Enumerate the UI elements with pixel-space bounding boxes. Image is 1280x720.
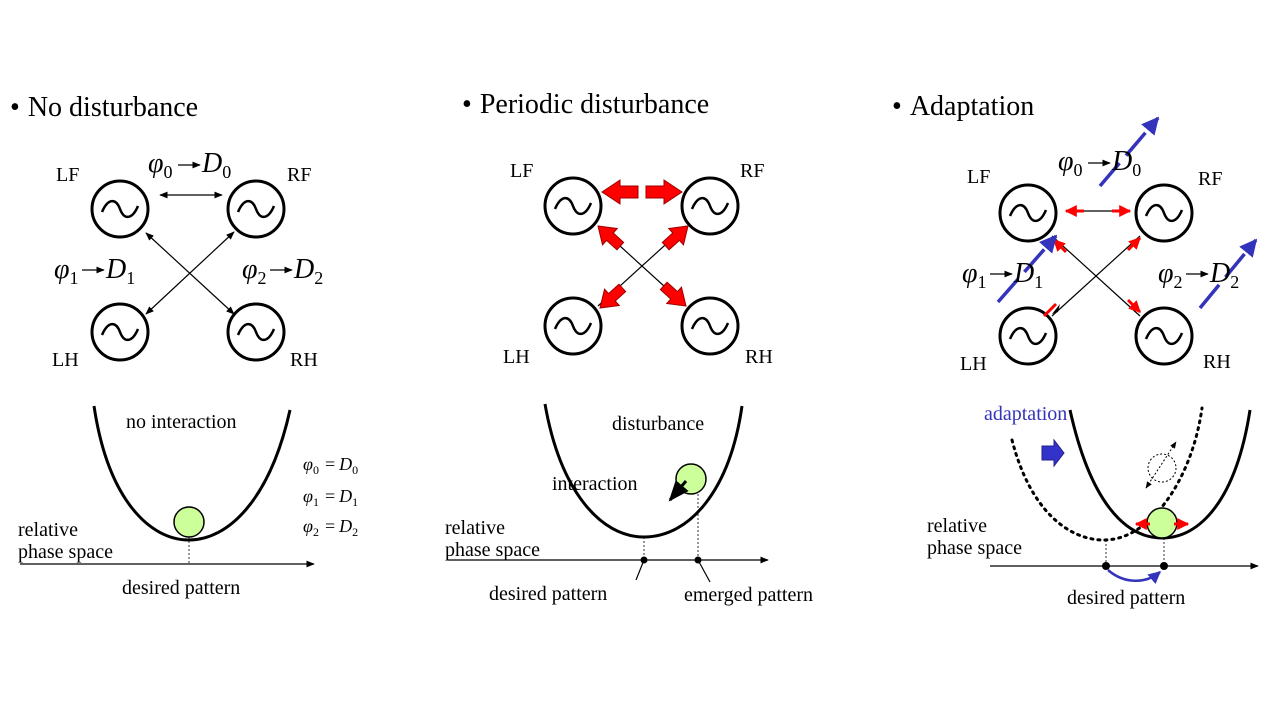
disturbance-arrow bbox=[1052, 238, 1068, 254]
leg-label-rf: RF bbox=[1198, 168, 1222, 190]
coupling-line-diag-2 bbox=[1051, 235, 1141, 317]
coupling-arrow-diag-2 bbox=[145, 231, 235, 315]
svg-text:φ0=D0: φ0=D0 bbox=[303, 454, 358, 477]
panel-3-title: •Adaptation bbox=[892, 91, 1034, 122]
oscillator-lf bbox=[90, 179, 150, 239]
leg-label-lh: LH bbox=[52, 349, 79, 371]
interaction-arrow bbox=[668, 480, 689, 502]
oscillator-rf bbox=[1134, 183, 1194, 243]
svg-text:D2: D2 bbox=[1209, 258, 1239, 292]
pattern-shift-arrow bbox=[1107, 569, 1161, 585]
svg-text:φ1: φ1 bbox=[54, 254, 79, 288]
disturbance-arrow bbox=[1042, 302, 1058, 318]
panel-no-disturbance: •No disturbance LF RF LH RH φ0 D0 φ1 D1 … bbox=[10, 92, 358, 599]
panel-periodic-disturbance: •Periodic disturbance LF RF LH RH distur… bbox=[445, 89, 813, 606]
pattern-label: desired pattern bbox=[1067, 587, 1185, 609]
desired-leader bbox=[635, 559, 645, 581]
emerged-leader bbox=[697, 559, 711, 583]
well-label: no interaction bbox=[126, 411, 237, 433]
axis-label-line2: phase space bbox=[927, 537, 1022, 559]
panel-adaptation: •Adaptation LF RF LH RH φ0 D0 φ1 bbox=[892, 91, 1259, 609]
relation-phi1-d1: φ1 D1 bbox=[962, 258, 1043, 292]
relation-phi0-d0: φ0 D0 bbox=[1058, 146, 1141, 180]
svg-text:φ2=D2: φ2=D2 bbox=[303, 516, 358, 539]
leg-label-lf: LF bbox=[967, 166, 990, 188]
axis-label-line1: relative bbox=[927, 515, 987, 537]
oscillator-rh bbox=[680, 296, 740, 356]
adaptation-arrow-front bbox=[1098, 116, 1160, 188]
svg-text:φ2: φ2 bbox=[1158, 258, 1183, 292]
state-ball bbox=[1146, 507, 1178, 539]
relation-phi1-d1: φ1 D1 bbox=[54, 254, 135, 288]
disturbance-arrow-front bbox=[601, 179, 683, 205]
disturbance-arrow bbox=[1126, 298, 1142, 314]
svg-text:D0: D0 bbox=[1111, 146, 1141, 180]
leg-label-rh: RH bbox=[745, 346, 773, 368]
svg-text:D1: D1 bbox=[1013, 258, 1043, 292]
previous-ball-position bbox=[1147, 453, 1177, 483]
oscillator-lh bbox=[998, 306, 1058, 366]
svg-text:D0: D0 bbox=[201, 148, 231, 182]
oscillator-rf bbox=[226, 179, 286, 239]
svg-text:D2: D2 bbox=[293, 254, 323, 288]
adaptation-arrow-right bbox=[1198, 238, 1258, 310]
state-ball bbox=[173, 506, 205, 538]
svg-text:φ1=D1: φ1=D1 bbox=[303, 486, 358, 509]
well-label: disturbance bbox=[612, 413, 704, 435]
adaptation-label: adaptation bbox=[984, 403, 1067, 425]
leg-label-rf: RF bbox=[740, 160, 764, 182]
leg-label-rh: RH bbox=[290, 349, 318, 371]
svg-text:φ1: φ1 bbox=[962, 258, 987, 292]
pattern-label: desired pattern bbox=[122, 577, 240, 599]
new-desired-point bbox=[1160, 562, 1168, 570]
potential-well bbox=[92, 405, 292, 542]
relation-phi2-d2: φ2 D2 bbox=[242, 254, 323, 288]
leg-label-lh: LH bbox=[503, 346, 530, 368]
adaptation-arrow-left bbox=[996, 234, 1058, 304]
relation-phi2-d2: φ2 D2 bbox=[1158, 258, 1239, 292]
panel-2-title: •Periodic disturbance bbox=[462, 89, 709, 120]
svg-text:φ2: φ2 bbox=[242, 254, 267, 288]
leg-label-lh: LH bbox=[960, 353, 987, 375]
disturbance-arrows-diagonal bbox=[597, 225, 689, 309]
coupling-arrowhead bbox=[1052, 304, 1060, 314]
svg-text:φ0: φ0 bbox=[1058, 146, 1083, 180]
previous-potential-well bbox=[1010, 406, 1204, 542]
equation-list: φ0=D0 φ1=D1 φ2=D2 bbox=[303, 454, 358, 539]
old-desired-point bbox=[1102, 562, 1110, 570]
panel-1-title: •No disturbance bbox=[10, 92, 198, 123]
ball-oscillation-arrow bbox=[1145, 441, 1177, 489]
oscillator-rh bbox=[1134, 306, 1194, 366]
axis-label-line1: relative bbox=[18, 519, 78, 541]
oscillator-rf bbox=[680, 176, 740, 236]
oscillator-lf bbox=[543, 176, 603, 236]
leg-label-rh: RH bbox=[1203, 351, 1231, 373]
oscillator-lh bbox=[543, 296, 603, 356]
pattern-label: desired pattern bbox=[489, 583, 607, 605]
axis-label-line1: relative bbox=[445, 517, 505, 539]
disturbance-arrow bbox=[1126, 236, 1142, 252]
oscillator-rh bbox=[226, 302, 286, 362]
axis-label-line2: phase space bbox=[445, 539, 540, 561]
adaptation-shift-arrow bbox=[1041, 438, 1065, 468]
svg-text:φ0: φ0 bbox=[148, 148, 173, 182]
leg-label-lf: LF bbox=[510, 160, 533, 182]
leg-label-rf: RF bbox=[287, 164, 311, 186]
svg-text:D1: D1 bbox=[105, 254, 135, 288]
axis-label-line2: phase space bbox=[18, 541, 113, 563]
oscillator-lh bbox=[90, 302, 150, 362]
relation-phi0-d0: φ0 D0 bbox=[148, 148, 231, 182]
interaction-label: interaction bbox=[552, 473, 638, 495]
oscillator-lf bbox=[998, 183, 1058, 243]
emerged-label: emerged pattern bbox=[684, 584, 813, 606]
leg-label-lf: LF bbox=[56, 164, 79, 186]
